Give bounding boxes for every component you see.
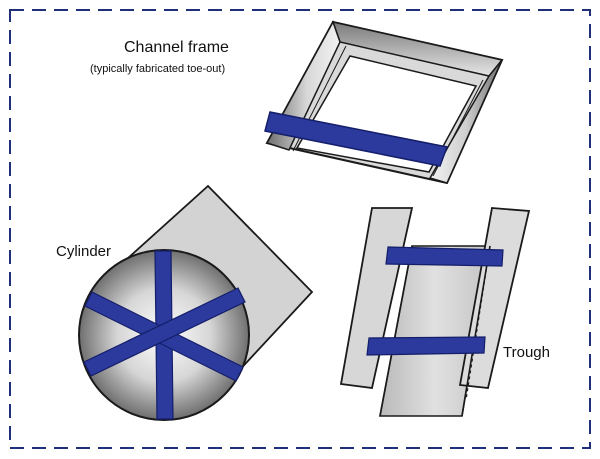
trough-front-edge-left — [379, 245, 413, 417]
trough-band-upper — [385, 246, 504, 267]
cylinder-band-3 — [83, 287, 246, 377]
dashed-border — [9, 9, 591, 449]
cylinder-label: Cylinder — [56, 243, 112, 260]
cylinder-bands — [83, 250, 246, 420]
channel-frame-note: (typically fabricated toe-out) — [90, 63, 226, 75]
trough-figure — [339, 207, 531, 417]
channel-frame-right-rail — [428, 59, 503, 184]
trough-label: Trough — [503, 344, 550, 361]
trough-front-edge-right — [461, 245, 491, 417]
channel-frame-figure — [264, 20, 504, 185]
cylinder-figure — [78, 184, 314, 421]
channel-frame-band — [264, 111, 449, 167]
channel-frame-label: Channel frame — [124, 39, 229, 56]
trough-band-lower — [366, 336, 486, 356]
